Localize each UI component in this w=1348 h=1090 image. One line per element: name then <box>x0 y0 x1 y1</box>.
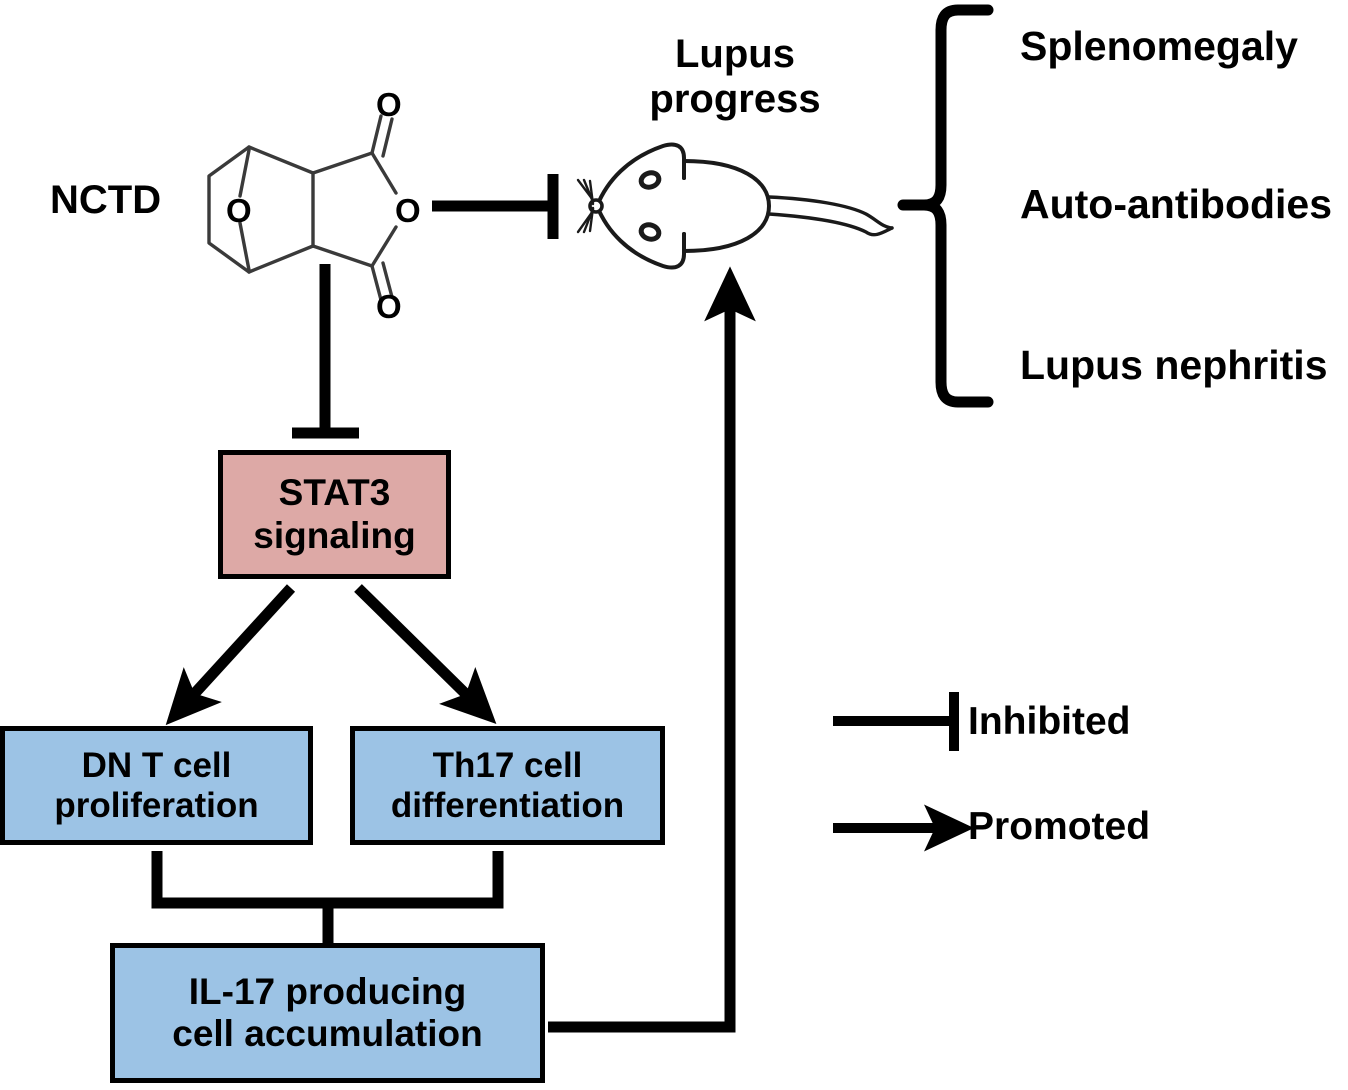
legend-inhibited-marker <box>833 692 959 751</box>
edge-nctd-inhibits-stat3 <box>292 264 359 439</box>
legend-label-inhibited: Inhibited <box>968 700 1131 743</box>
node-dn-t-cell-proliferation: DN T cell proliferation <box>0 726 313 845</box>
node-il17-producing-cell-accumulation: IL-17 producing cell accumulation <box>110 943 545 1083</box>
node-th17-cell-differentiation: Th17 cell differentiation <box>350 726 665 845</box>
outcome-lupus-nephritis: Lupus nephritis <box>1020 342 1328 388</box>
node-stat3-signaling: STAT3 signaling <box>218 450 451 579</box>
edge-il17-to-mouse <box>548 266 756 1033</box>
mouse-icon <box>576 142 894 270</box>
legend-label-promoted: Promoted <box>968 805 1151 848</box>
carbonyl-oxygen-bottom-atom-label: O <box>376 288 402 325</box>
edge-cells-to-il17 <box>151 851 504 946</box>
outcome-splenomegaly: Splenomegaly <box>1020 23 1298 69</box>
edge-stat3-to-th17 <box>354 584 497 725</box>
lupus-progress-line1: Lupus <box>675 32 795 76</box>
anhydride-oxygen-atom-label: O <box>395 192 421 229</box>
bridge-oxygen-atom-label: O <box>226 192 252 229</box>
outcomes-brace <box>897 4 994 408</box>
nctd-label: NCTD <box>50 178 162 222</box>
edge-stat3-to-dnt <box>165 584 296 726</box>
lupus-progress-line2: progress <box>649 76 821 121</box>
edge-nctd-inhibits-mouse <box>432 174 559 239</box>
nctd-structure-icon <box>207 114 398 302</box>
outcome-auto-antibodies: Auto-antibodies <box>1020 181 1333 227</box>
carbonyl-oxygen-top-atom-label: O <box>376 86 402 123</box>
